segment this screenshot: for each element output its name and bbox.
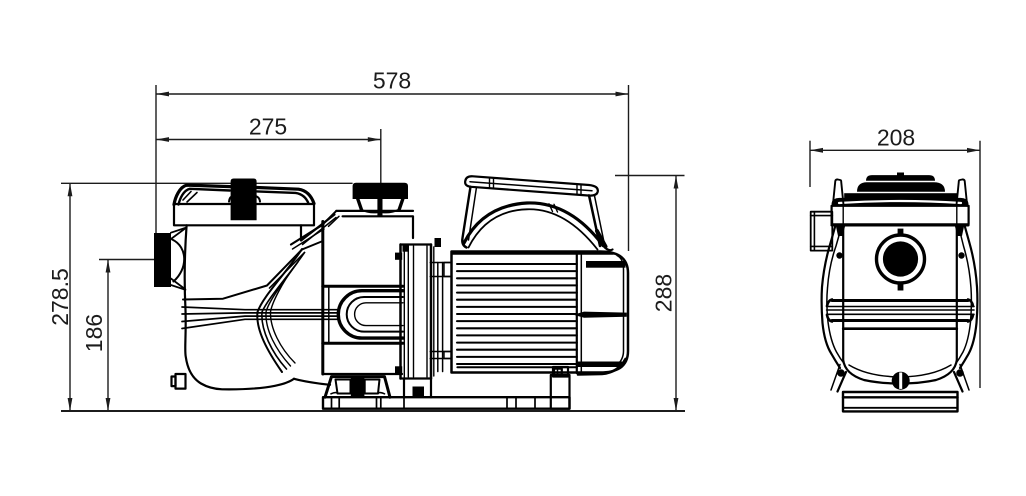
svg-text:578: 578 <box>373 68 411 94</box>
svg-text:208: 208 <box>877 125 915 151</box>
svg-text:275: 275 <box>249 114 287 140</box>
svg-text:278.5: 278.5 <box>47 268 73 326</box>
svg-text:186: 186 <box>81 314 107 352</box>
svg-text:288: 288 <box>651 274 677 312</box>
